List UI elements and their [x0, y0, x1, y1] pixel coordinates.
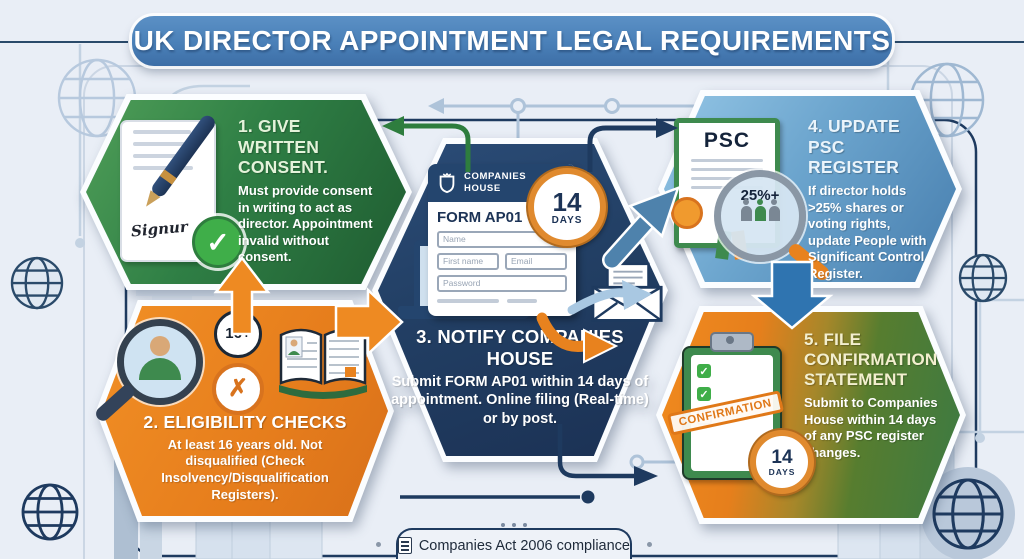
- org-name-line1: COMPANIES: [464, 171, 527, 183]
- register-book-icon: [279, 328, 367, 399]
- companies-house-crest-icon: [439, 172, 455, 194]
- step5-title: 5. FILE CONFIRMATION STATEMENT: [804, 330, 938, 390]
- decor-dot-left: [376, 542, 381, 547]
- decor-dot-right: [647, 542, 652, 547]
- step1-body: Must provide consent in writing to act a…: [238, 182, 373, 265]
- step2-hexagon: 16+ ✗ 2. ELIGIBILITY CHEC: [93, 300, 394, 522]
- step3-title: 3. NOTIFY COMPANIES HOUSE: [416, 326, 624, 369]
- step3-hexagon: COMPANIES HOUSE FORM AP01 Name First nam…: [372, 138, 668, 462]
- disqualified-cross-icon: ✗: [212, 362, 264, 415]
- identity-check-magnifier-icon: [93, 319, 203, 424]
- age-16-badge: 16+: [214, 309, 262, 358]
- step3-body: Submit FORM AP01 within 14 days of appoi…: [391, 373, 649, 427]
- step5-hexagon: ✓ ✓ CONFIRMATION 14 DAYS 5. FILE CONFIRM…: [656, 306, 966, 524]
- check-icon: ✓: [697, 364, 711, 378]
- document-icon: [398, 537, 412, 554]
- psc-magnifier-icon: 25%+: [714, 170, 832, 283]
- step4-title: 4. UPDATE PSC REGISTER: [808, 116, 900, 178]
- step2-body: At least 16 years old. Not disqualified …: [161, 436, 329, 502]
- decor-dots: [501, 523, 527, 527]
- signed-consent-document-icon: Signur ✓: [120, 112, 244, 268]
- compliance-text: Companies Act 2006 compliance: [418, 537, 630, 554]
- check-icon: ✓: [697, 387, 711, 401]
- password-field: Password: [437, 275, 567, 292]
- check-icon: ✓: [192, 216, 244, 268]
- psc-certificate-icon: PSC 25%+: [671, 118, 832, 283]
- step5-body: Submit to Companies House within 14 days…: [804, 395, 938, 461]
- companies-house-form-card: COMPANIES HOUSE FORM AP01 Name First nam…: [428, 164, 576, 316]
- step2-title: 2. ELIGIBILITY CHECKS: [143, 412, 347, 432]
- confirmation-clipboard-icon: ✓ ✓ CONFIRMATION 14 DAYS: [666, 332, 814, 494]
- 25-percent-label: 25%+: [740, 187, 780, 204]
- signature-text: Signur: [130, 217, 189, 241]
- compliance-footer: Companies Act 2006 compliance: [376, 523, 652, 559]
- step4-body: If director holds >25% shares or voting …: [808, 182, 927, 282]
- step4-hexagon: PSC 25%+ 4. UPDATE PSC REGISTER If direc…: [658, 90, 962, 288]
- step1-hexagon: Signur ✓ 1. GIVE WRITTEN CONSENT. Must p…: [80, 94, 412, 290]
- org-name-line2: HOUSE: [464, 183, 501, 194]
- step1-title: 1. GIVE WRITTEN CONSENT.: [238, 116, 329, 178]
- form-title: FORM AP01: [437, 209, 523, 226]
- psc-label: PSC: [703, 129, 751, 152]
- post-envelope-icon: [591, 262, 663, 322]
- first-name-field: First name: [437, 253, 499, 270]
- title-banner: UK DIRECTOR APPOINTMENT LEGAL REQUIREMEN…: [132, 16, 892, 66]
- page-title: UK DIRECTOR APPOINTMENT LEGAL REQUIREMEN…: [133, 25, 891, 56]
- email-field: Email: [505, 253, 567, 270]
- people-icons: [740, 199, 780, 221]
- 14-days-clock: 14 DAYS: [528, 168, 606, 246]
- seal-rosette-icon: [671, 197, 703, 229]
- 14-days-clock-small: 14 DAYS: [750, 430, 814, 494]
